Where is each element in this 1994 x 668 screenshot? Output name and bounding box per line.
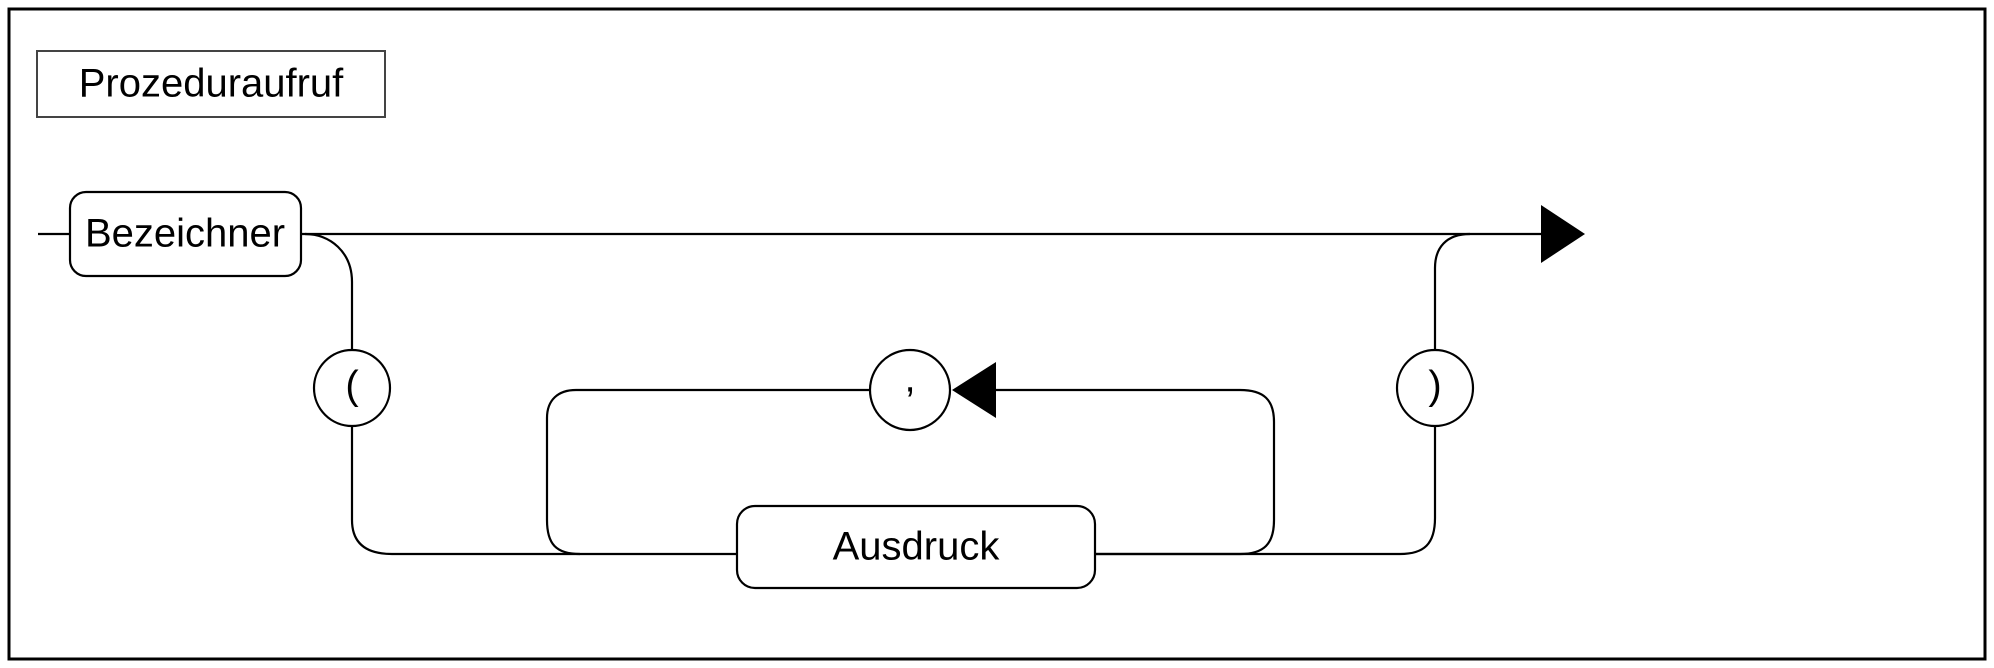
loop-return-rail [996, 388, 1276, 556]
title-box [36, 50, 386, 118]
ausdruck-label: Ausdruck [833, 525, 1001, 569]
node-ausdruck[interactable]: Ausdruck [735, 504, 1097, 590]
open-paren-branch-rail [304, 232, 354, 350]
comma-circle[interactable] [868, 348, 952, 432]
node-close-paren[interactable]: ) [1395, 348, 1475, 428]
exit-arrow-icon [1541, 205, 1585, 263]
diagram-frame [7, 7, 1987, 661]
open-paren-down-rail [350, 426, 580, 556]
loop-arrow-icon [952, 362, 996, 418]
bezeichner-label: Bezeichner [85, 212, 285, 256]
comma-label: , [904, 357, 915, 401]
close-paren-label: ) [1428, 364, 1441, 408]
title-box-group: Prozeduraufruf [36, 50, 386, 118]
node-comma[interactable]: , [868, 348, 952, 432]
node-bezeichner[interactable]: Bezeichner [68, 190, 303, 278]
close-paren-up-rail [1399, 426, 1437, 556]
loop-left-riser-rail [545, 388, 870, 556]
close-paren-to-top-rail [1433, 232, 1471, 350]
open-paren-label: ( [345, 364, 359, 408]
page-title: Prozeduraufruf [79, 62, 344, 106]
ausdruck-box[interactable] [735, 504, 1097, 590]
node-open-paren[interactable]: ( [312, 348, 392, 428]
